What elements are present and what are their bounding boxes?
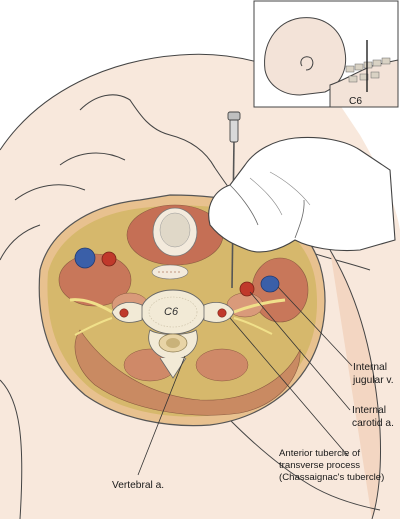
label-vertebral-artery: Vertebral a. — [112, 480, 164, 491]
left-carotid-artery — [101, 251, 117, 267]
leader-internal-jugular — [277, 286, 353, 367]
leader-internal-carotid — [249, 291, 351, 411]
leader-lines — [137, 286, 353, 476]
right-brachial-plexus — [233, 298, 286, 314]
right-internal-jugular-vein — [260, 275, 280, 293]
left-internal-jugular-vein — [74, 247, 96, 269]
inset-cervical-spine — [345, 57, 391, 83]
gloved-hand — [208, 137, 396, 253]
inset-panel: C6 — [253, 0, 399, 108]
label-anterior-tubercle: Anterior tubercle of transverse process … — [279, 448, 384, 483]
svg-text:carotid a.: carotid a. — [352, 418, 394, 429]
right-scm-muscle — [251, 257, 309, 323]
right-vertebral-artery — [217, 308, 227, 318]
svg-text:jugular v.: jugular v. — [352, 375, 394, 386]
label-internal-carotid: Internal carotid a. — [352, 405, 394, 429]
svg-text:Anterior tubercle of: Anterior tubercle of — [279, 448, 360, 459]
svg-text:transverse process: transverse process — [279, 460, 360, 471]
left-scm-muscle — [58, 253, 132, 307]
leader-vertebral-artery — [137, 355, 186, 476]
label-internal-jugular: Internal jugular v. — [352, 362, 394, 386]
inset-level-label: C6 — [349, 96, 362, 107]
c6-vertebra-label: C6 — [164, 306, 179, 318]
svg-text:Internal: Internal — [353, 362, 387, 373]
left-vertebral-artery — [119, 308, 129, 318]
leader-anterior-tubercle — [229, 317, 349, 457]
svg-text:(Chassaignac's tubercle): (Chassaignac's tubercle) — [279, 472, 384, 483]
left-brachial-plexus — [69, 298, 113, 314]
neck-cross-section: C6 — [38, 194, 326, 427]
svg-text:Internal: Internal — [352, 405, 386, 416]
